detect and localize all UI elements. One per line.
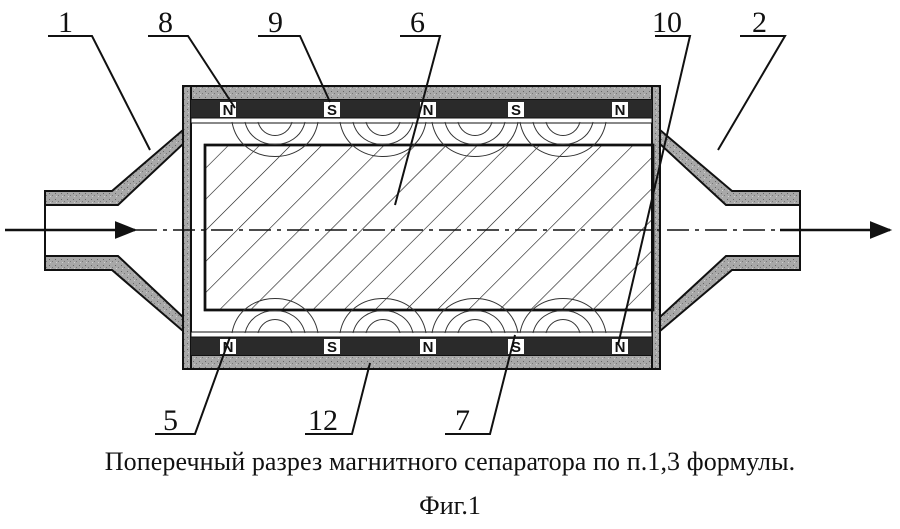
label-part-1: 1 (58, 6, 73, 39)
bottom-field-lines (231, 298, 607, 334)
label-part-9: 9 (268, 6, 283, 39)
housing-shell (44, 85, 801, 370)
right-outlet-pipe-upper-wall (659, 127, 801, 206)
label-part-12: 12 (308, 404, 338, 437)
top-casing-wall (182, 85, 661, 101)
bottom-pole-3: N (423, 339, 434, 356)
right-outlet-pipe-lower-wall (659, 255, 801, 334)
bottom-pole-1: N (223, 339, 234, 356)
left-casing-end (182, 85, 192, 370)
label-part-6: 6 (410, 6, 425, 39)
label-part-7: 7 (455, 404, 470, 437)
top-pole-4: S (511, 102, 521, 119)
bottom-pole-5: N (615, 339, 626, 356)
leader-lines (48, 35, 787, 435)
top-pole-1: N (223, 102, 234, 119)
left-inlet-pipe-lower-wall (44, 255, 184, 334)
bottom-casing-wall (182, 354, 661, 370)
figure-number: Фиг.1 (419, 491, 481, 520)
top-pole-5: N (615, 102, 626, 119)
left-inlet-pipe-upper-wall (44, 127, 184, 206)
label-part-8: 8 (158, 6, 173, 39)
top-pole-labels: N S N S N (220, 102, 628, 119)
bottom-pole-4: S (511, 339, 521, 356)
filter-insert (203, 143, 655, 312)
label-part-5: 5 (163, 404, 178, 437)
bottom-pole-labels: N S N S N (220, 339, 628, 356)
figure-caption: Поперечный разрез магнитного сепаратора … (104, 447, 796, 476)
top-pole-2: S (327, 102, 337, 119)
label-part-10: 10 (652, 6, 682, 39)
separator-cross-section-diagram: N S N S N N S N S N 1 8 9 6 10 2 (5, 6, 893, 437)
top-pole-3: N (423, 102, 434, 119)
label-part-2: 2 (752, 6, 767, 39)
bottom-pole-2: S (327, 339, 337, 356)
top-field-lines (231, 121, 607, 157)
